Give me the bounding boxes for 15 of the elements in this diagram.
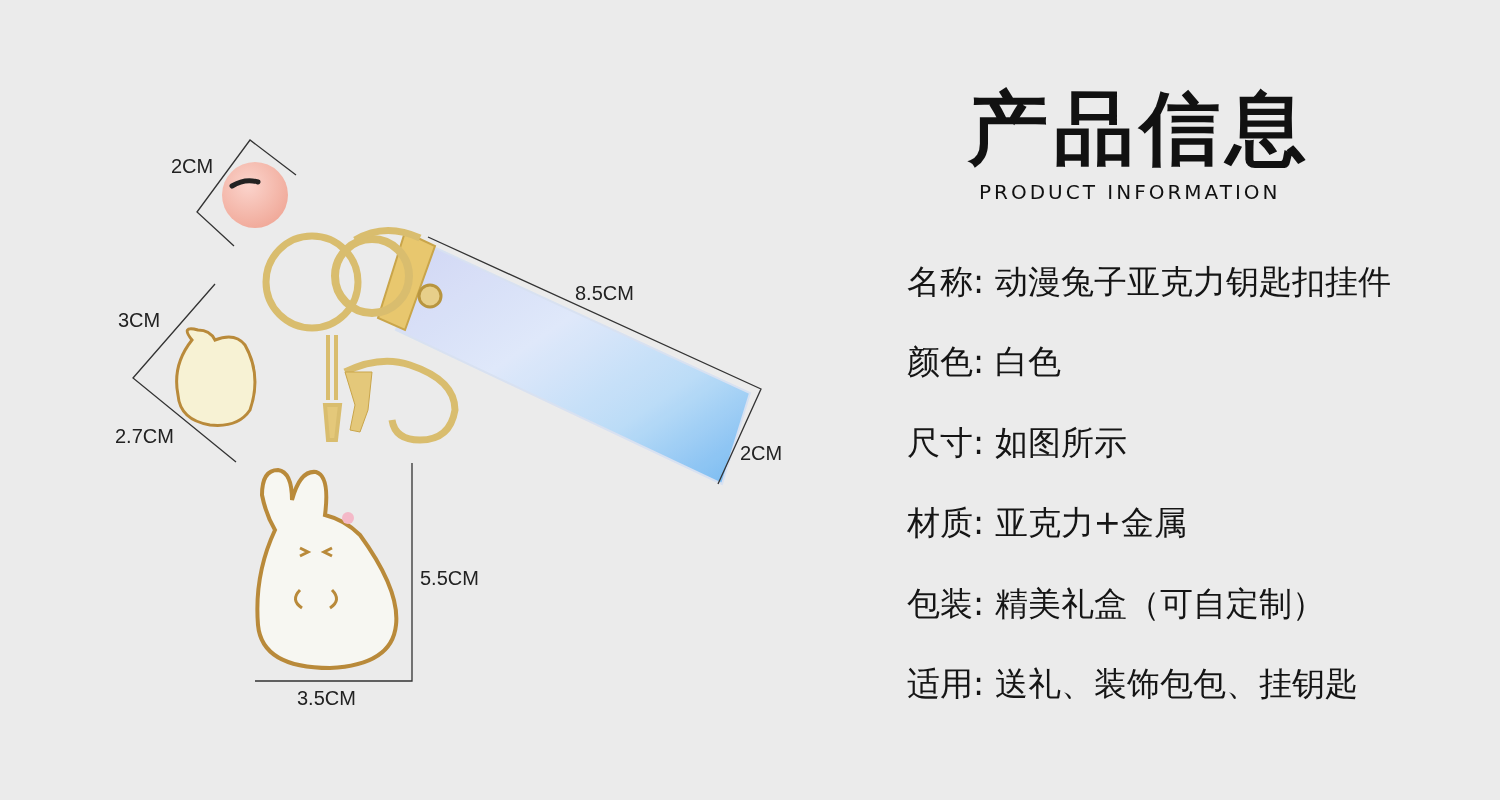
spec-line: 适用: 送礼、装饰包包、挂钥匙: [907, 664, 1358, 704]
title: 产品信息: [966, 88, 1313, 168]
dimension-label: 2CM: [171, 155, 214, 178]
spec-line: 名称: 动漫兔子亚克力钥匙扣挂件: [907, 262, 1391, 302]
spec-line: 包装: 精美礼盒（可自定制）: [907, 584, 1325, 624]
spec-line: 尺寸: 如图所示: [907, 423, 1127, 463]
dimension-label: 3.5CM: [297, 687, 356, 710]
spec-line: 材质: 亚克力+金属: [907, 503, 1188, 543]
dimension-label: 3CM: [118, 309, 161, 332]
dimension-label: 2.7CM: [115, 425, 174, 448]
dimension-label: 8.5CM: [575, 282, 634, 305]
subtitle: PRODUCT INFORMATION: [979, 180, 1281, 204]
spec-line: 颜色: 白色: [907, 342, 1061, 382]
dimension-label: 2CM: [740, 442, 783, 465]
dimension-label: 5.5CM: [420, 567, 479, 590]
